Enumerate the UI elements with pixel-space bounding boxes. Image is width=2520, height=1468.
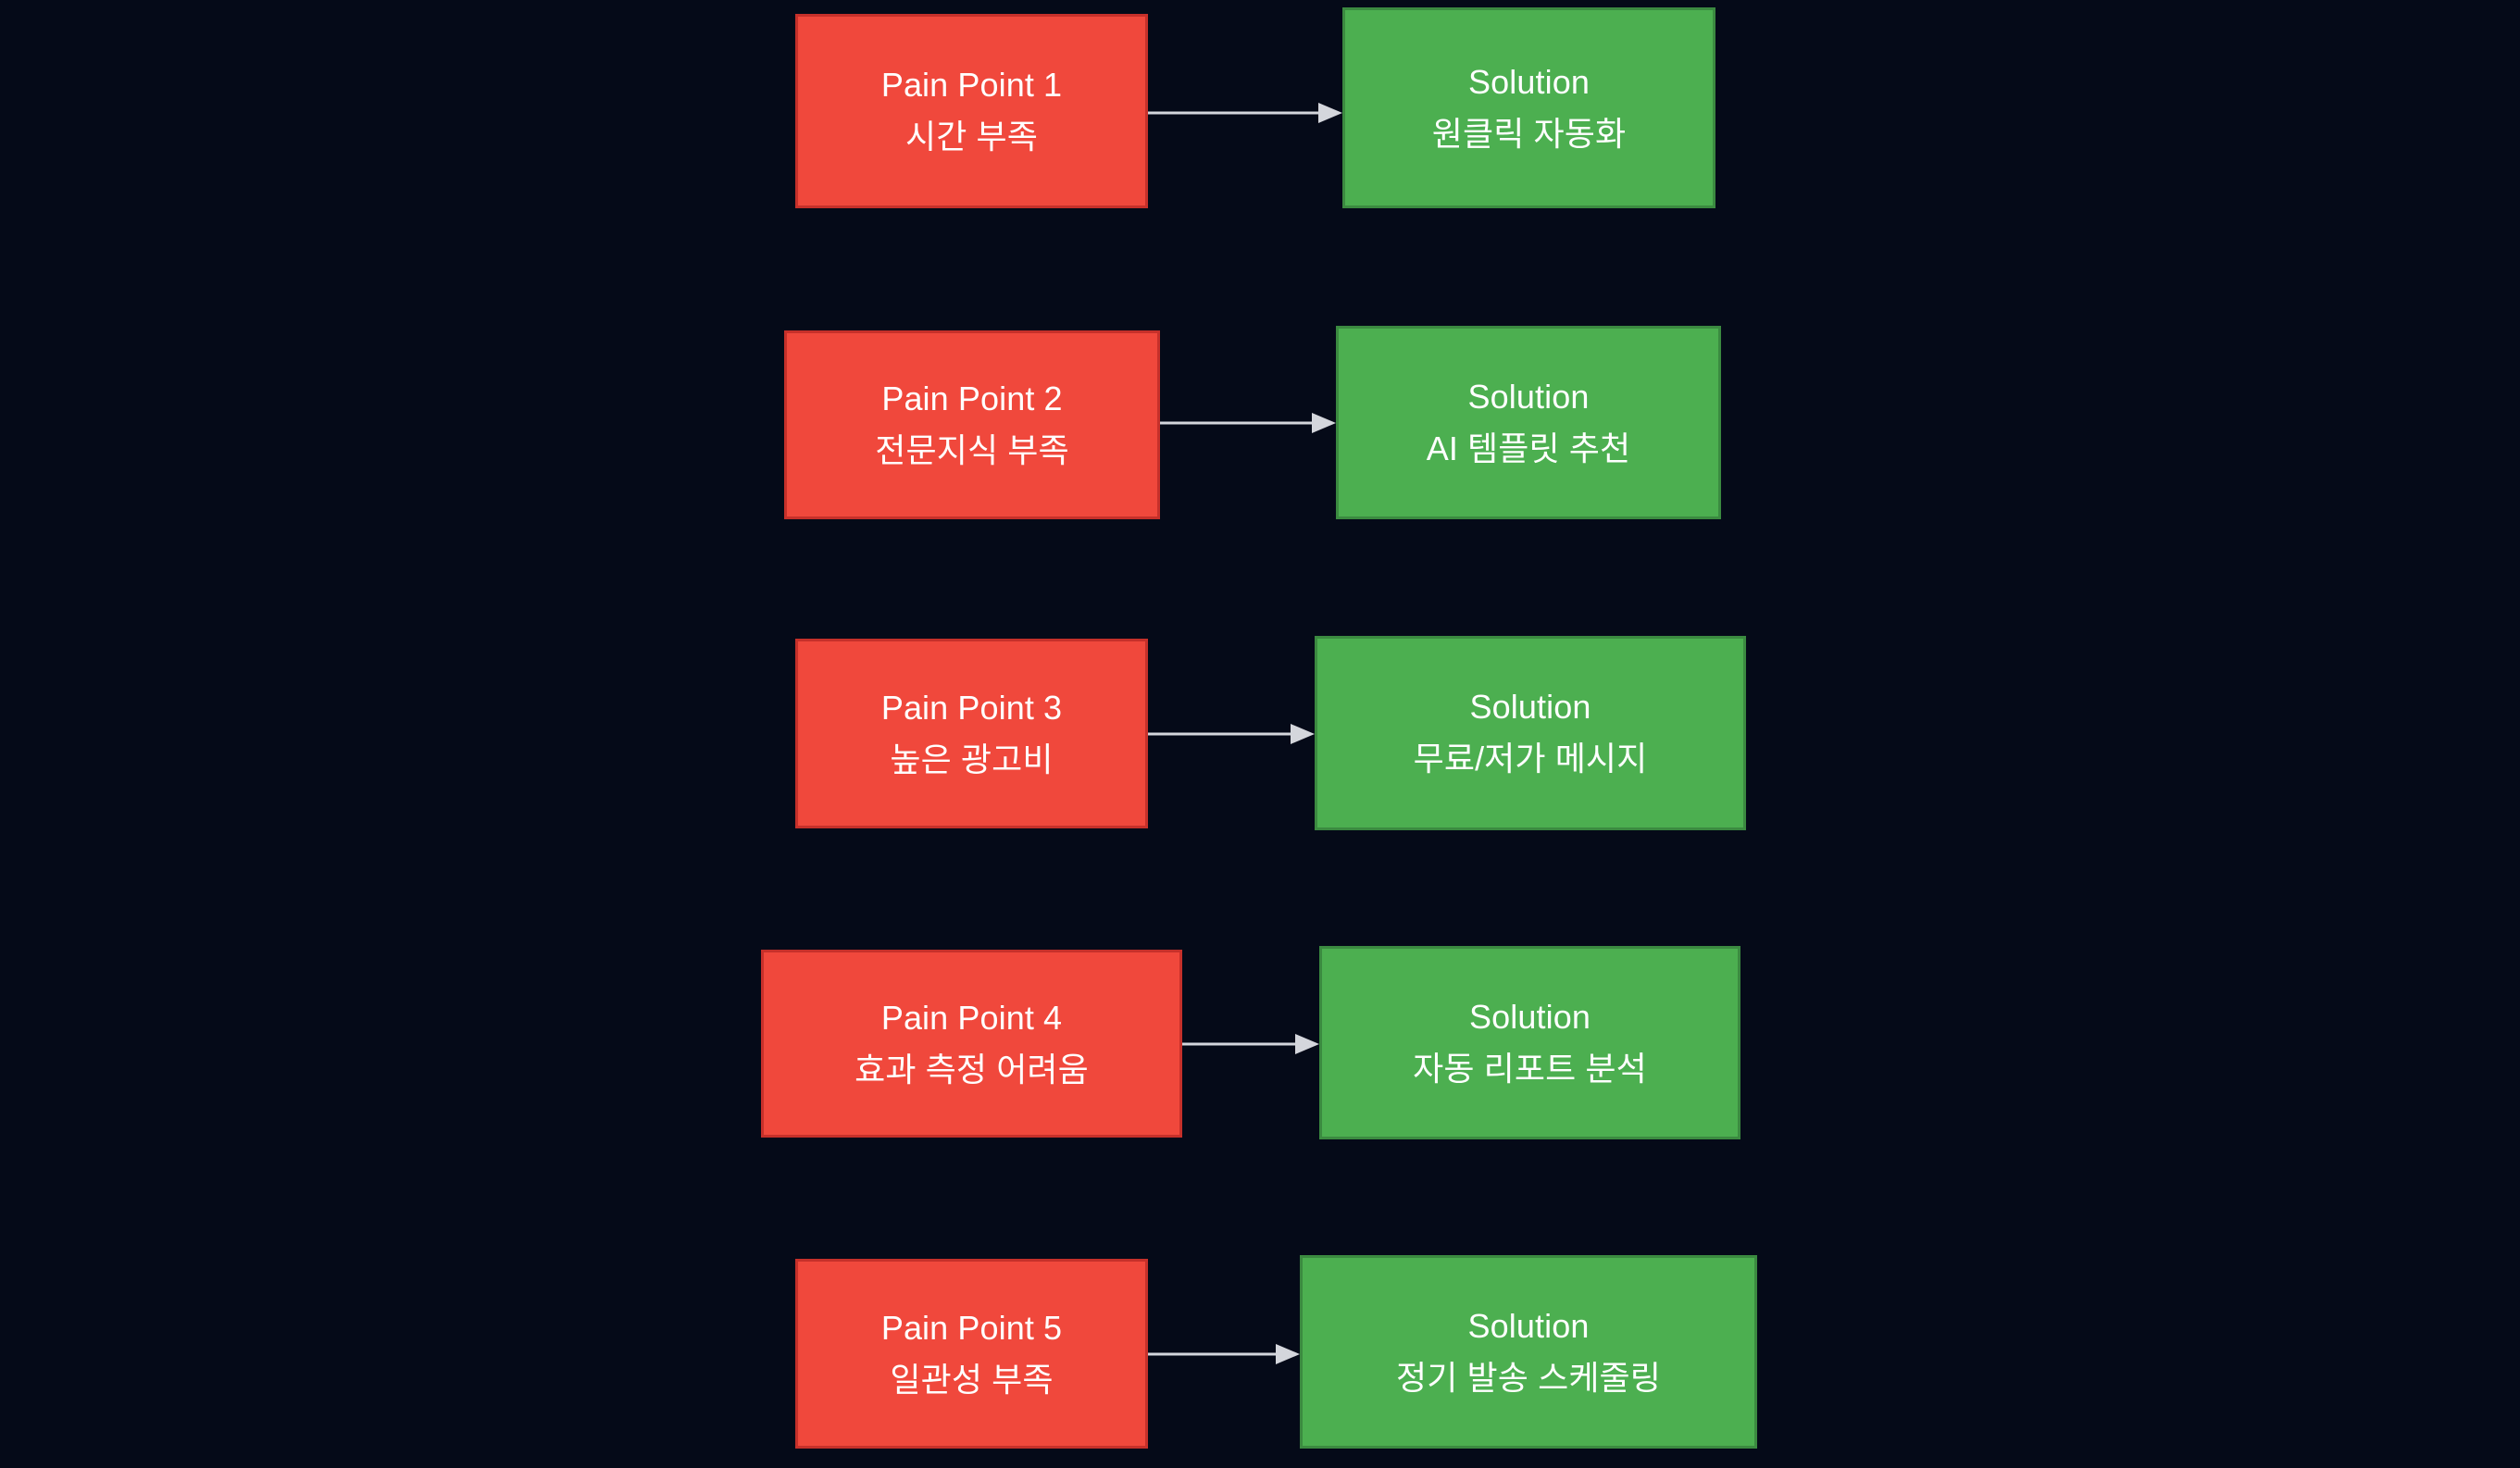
pain-point-title: Pain Point 2 [881, 379, 1063, 418]
solution-detail: AI 템플릿 추천 [1426, 429, 1631, 467]
solution-title: Solution [1467, 1306, 1590, 1345]
solution-node[interactable]: Solution AI 템플릿 추천 [1336, 326, 1721, 519]
pain-point-node[interactable]: Pain Point 5 일관성 부족 [795, 1259, 1148, 1449]
pain-point-node[interactable]: Pain Point 2 전문지식 부족 [784, 330, 1160, 519]
solution-detail: 정기 발송 스케줄링 [1396, 1358, 1661, 1397]
arrow-connector [1182, 1033, 1319, 1055]
solution-detail: 자동 리포트 분석 [1413, 1049, 1647, 1088]
pain-point-node[interactable]: Pain Point 4 효과 측정 어려움 [761, 950, 1182, 1138]
solution-title: Solution [1469, 997, 1591, 1036]
pain-point-node[interactable]: Pain Point 1 시간 부족 [795, 14, 1148, 208]
arrow-head [1312, 413, 1336, 433]
arrow-connector [1160, 412, 1336, 434]
solution-node[interactable]: Solution 자동 리포트 분석 [1319, 946, 1740, 1139]
arrow-head [1318, 103, 1342, 123]
solution-detail: 원클릭 자동화 [1431, 114, 1627, 153]
solution-title: Solution [1469, 688, 1591, 727]
pain-point-node[interactable]: Pain Point 3 높은 광고비 [795, 639, 1148, 828]
pain-point-title: Pain Point 4 [880, 998, 1063, 1037]
solution-detail: 무료/저가 메시지 [1413, 740, 1648, 778]
solution-node[interactable]: Solution 정기 발송 스케줄링 [1300, 1255, 1757, 1449]
pain-point-title: Pain Point 5 [880, 1308, 1063, 1347]
pain-point-detail: 높은 광고비 [890, 740, 1054, 778]
pain-point-detail: 일관성 부족 [890, 1360, 1054, 1399]
arrow-head [1291, 724, 1315, 744]
pain-point-title: Pain Point 1 [880, 66, 1063, 105]
pain-point-detail: 시간 부족 [905, 118, 1038, 156]
pain-point-title: Pain Point 3 [880, 688, 1063, 727]
solution-title: Solution [1467, 377, 1590, 416]
solution-node[interactable]: Solution 무료/저가 메시지 [1315, 636, 1746, 830]
solution-title: Solution [1468, 62, 1590, 101]
solution-node[interactable]: Solution 원클릭 자동화 [1342, 7, 1715, 208]
arrow-connector [1148, 102, 1342, 124]
arrow-connector [1148, 723, 1315, 745]
arrow-head [1295, 1034, 1319, 1054]
pain-point-detail: 효과 측정 어려움 [855, 1050, 1089, 1089]
arrow-connector [1148, 1343, 1300, 1365]
pain-point-detail: 전문지식 부족 [875, 431, 1069, 469]
arrow-head [1276, 1344, 1300, 1364]
